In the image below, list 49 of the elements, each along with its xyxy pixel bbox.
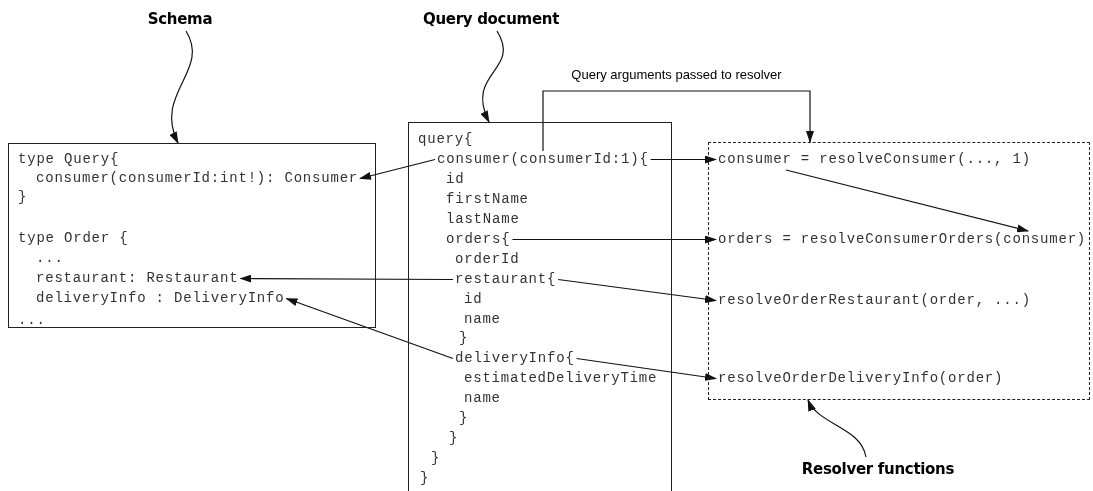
heading: Query document [422, 10, 560, 28]
code-line: id [462, 291, 485, 308]
code-line: deliveryInfo{ [453, 350, 577, 367]
code-line: type Order { [16, 230, 131, 247]
arrow [785, 169, 1030, 233]
code-line: type Query{ [16, 151, 122, 168]
curved-arrow [481, 30, 504, 123]
elbow-arrow [542, 90, 814, 152]
code-line: firstName [444, 191, 531, 208]
code-line: } [418, 470, 432, 487]
arrow [650, 155, 717, 164]
code-line: } [447, 430, 461, 447]
code-line: query{ [416, 131, 476, 148]
code-line: ... [34, 250, 66, 267]
code-line: id [444, 171, 467, 188]
code-panel [708, 142, 1090, 400]
arrow [557, 278, 717, 303]
arrow [239, 274, 454, 283]
code-line: resolveOrderRestaurant(order, ...) [716, 292, 1033, 309]
edge-label: Query arguments passed to resolver [569, 67, 784, 82]
code-line: restaurant: Restaurant [34, 270, 241, 287]
code-panel [408, 122, 672, 491]
code-line: consumer(consumerId:1){ [435, 151, 651, 168]
code-line: lastName [444, 211, 522, 228]
code-line: } [429, 450, 443, 467]
code-line: restaurant{ [453, 271, 559, 288]
code-panel [8, 143, 376, 328]
code-line: name [462, 390, 503, 407]
curved-arrow [170, 30, 193, 144]
code-line: orderId [453, 251, 522, 268]
code-line: orders{ [444, 231, 513, 248]
heading: Resolver functions [801, 460, 955, 478]
curved-arrow [807, 399, 867, 458]
code-line: resolveOrderDeliveryInfo(order) [716, 370, 1006, 387]
code-line: orders = resolveConsumerOrders(consumer) [716, 231, 1089, 248]
code-line: ... [16, 312, 48, 329]
arrow [576, 357, 717, 381]
code-line: consumer(consumerId:int!): Consumer [34, 170, 361, 187]
arrow [511, 235, 717, 244]
code-line: consumer = resolveConsumer(..., 1) [716, 151, 1033, 168]
code-line: } [16, 189, 30, 206]
code-line: deliveryInfo : DeliveryInfo [34, 290, 287, 307]
heading: Schema [147, 10, 213, 28]
arrow [285, 297, 454, 360]
arrow [359, 158, 436, 180]
code-line: } [457, 330, 471, 347]
code-line: estimatedDeliveryTime [462, 370, 660, 387]
code-line: name [462, 311, 503, 328]
code-line: } [457, 410, 471, 427]
